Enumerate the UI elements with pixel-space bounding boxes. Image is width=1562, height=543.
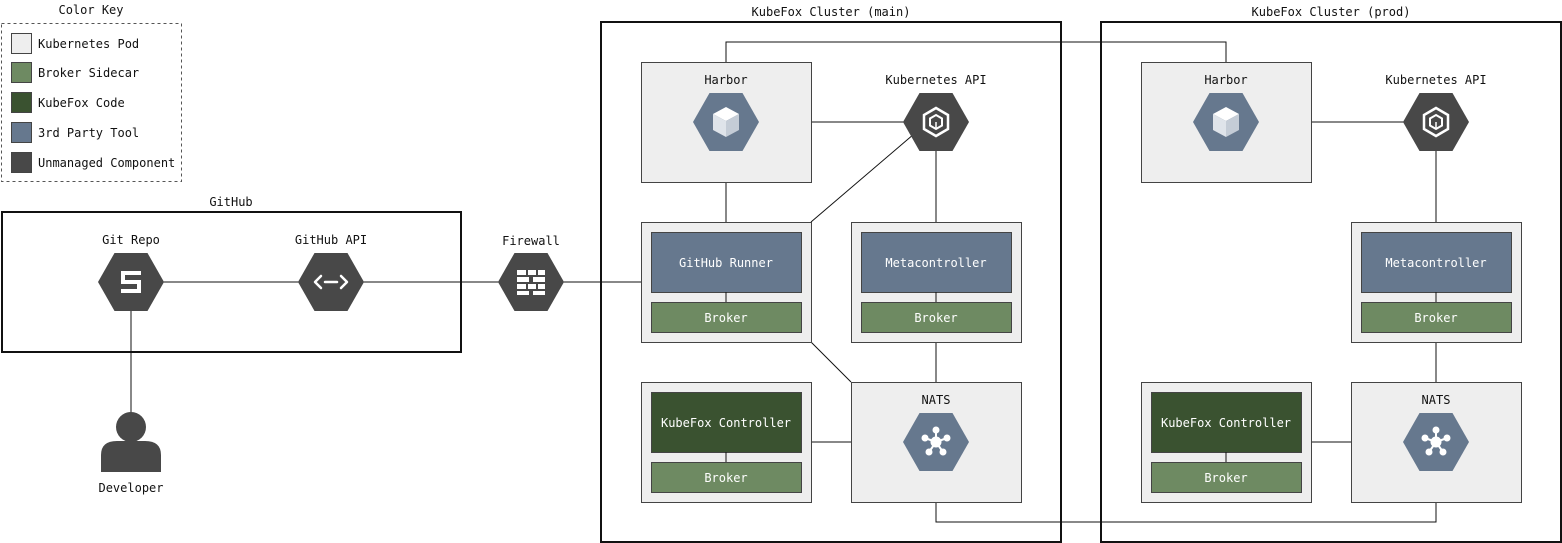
- github-title: GitHub: [209, 195, 252, 209]
- github-runner-label: GitHub Runner: [679, 256, 773, 270]
- k8s-api-label-prod: Kubernetes API: [1385, 73, 1486, 87]
- cluster-prod-title: KubeFox Cluster (prod): [1252, 5, 1411, 19]
- color-key-legend: Color Key Kubernetes Pod Broker Sidecar …: [1, 3, 182, 182]
- connector-harbor-main-prod: [725, 41, 1227, 62]
- legend-swatch-broker: [11, 62, 32, 83]
- kubernetes-icon: [903, 93, 969, 151]
- firewall-node: Firewall: [498, 234, 564, 311]
- connector-runner-nats-main: [810, 341, 852, 383]
- cube-icon: [1193, 93, 1259, 151]
- meta-broker-label-main: Broker: [914, 311, 957, 325]
- metacontroller-box-main: [861, 232, 1012, 293]
- hub-network-icon: [1403, 413, 1469, 471]
- firewall-icon: [498, 253, 564, 311]
- nats-pod-prod: NATS: [1351, 382, 1522, 503]
- controller-broker-label-main: Broker: [704, 471, 747, 485]
- runner-broker-label: Broker: [704, 311, 747, 325]
- harbor-label-prod: Harbor: [1204, 73, 1247, 87]
- metacontroller-label-main: Metacontroller: [885, 256, 986, 270]
- meta-broker-label-prod: Broker: [1414, 311, 1457, 325]
- runner-broker-box: [651, 302, 802, 333]
- runner-pod-main: GitHub Runner Broker: [641, 222, 812, 343]
- meta-broker-box-prod: [1361, 302, 1512, 333]
- harbor-pod-prod: Harbor: [1141, 62, 1312, 183]
- legend-label-unmanaged: Unmanaged Component: [38, 156, 175, 170]
- connector-nats-main-prod: [935, 502, 1437, 523]
- harbor-pod-main: Harbor: [641, 62, 812, 183]
- nats-label-main: NATS: [922, 393, 951, 407]
- metacontroller-pod-prod: Metacontroller Broker: [1351, 222, 1522, 343]
- cluster-prod-border: [1100, 21, 1562, 543]
- meta-broker-box-main: [861, 302, 1012, 333]
- controller-pod-prod: KubeFox Controller Broker: [1141, 382, 1312, 503]
- git-repo-icon: [98, 253, 164, 311]
- legend-label-third-party: 3rd Party Tool: [38, 126, 139, 140]
- github-group: GitHub Git Repo GitHub API: [1, 195, 462, 353]
- metacontroller-pod-main: Metacontroller Broker: [851, 222, 1022, 343]
- connectors: [130, 41, 1437, 523]
- firewall-label: Firewall: [502, 234, 560, 248]
- connector-runner-k8s-main: [810, 133, 915, 223]
- controller-box-prod: [1151, 392, 1302, 453]
- metacontroller-label-prod: Metacontroller: [1385, 256, 1486, 270]
- controller-box-main: [651, 392, 802, 453]
- cluster-prod: KubeFox Cluster (prod) Harbor Kubernetes…: [1100, 5, 1562, 543]
- controller-label-main: KubeFox Controller: [661, 416, 791, 430]
- controller-broker-box-main: [651, 462, 802, 493]
- cluster-main: KubeFox Cluster (main) Harbor Kubernetes…: [600, 5, 1062, 543]
- github-border: [1, 211, 462, 353]
- controller-broker-box-prod: [1151, 462, 1302, 493]
- person-icon: [101, 412, 161, 472]
- github-api-label: GitHub API: [295, 233, 367, 247]
- legend-title: Color Key: [58, 3, 123, 17]
- legend-border: [1, 23, 182, 182]
- controller-label-prod: KubeFox Controller: [1161, 416, 1291, 430]
- legend-label-pod: Kubernetes Pod: [38, 37, 139, 51]
- developer-label: Developer: [98, 481, 163, 495]
- developer-node: Developer: [98, 412, 164, 495]
- legend-label-kubefox: KubeFox Code: [38, 96, 125, 110]
- cube-icon: [693, 93, 759, 151]
- cluster-main-title: KubeFox Cluster (main): [752, 5, 911, 19]
- legend-swatch-kubefox: [11, 92, 32, 113]
- legend-swatch-pod: [11, 33, 32, 54]
- legend-label-broker: Broker Sidecar: [38, 66, 139, 80]
- controller-pod-main: KubeFox Controller Broker: [641, 382, 812, 503]
- github-runner-box: [651, 232, 802, 293]
- metacontroller-box-prod: [1361, 232, 1512, 293]
- cluster-main-border: [600, 21, 1062, 543]
- k8s-api-label-main: Kubernetes API: [885, 73, 986, 87]
- legend-swatch-third-party: [11, 122, 32, 143]
- nats-pod-main: NATS: [851, 382, 1022, 503]
- controller-broker-label-prod: Broker: [1204, 471, 1247, 485]
- git-repo-label: Git Repo: [102, 233, 160, 247]
- api-code-icon: [298, 253, 364, 311]
- kubernetes-icon: [1403, 93, 1469, 151]
- harbor-label-main: Harbor: [704, 73, 747, 87]
- legend-swatch-unmanaged: [11, 152, 32, 173]
- hub-network-icon: [903, 413, 969, 471]
- nats-label-prod: NATS: [1422, 393, 1451, 407]
